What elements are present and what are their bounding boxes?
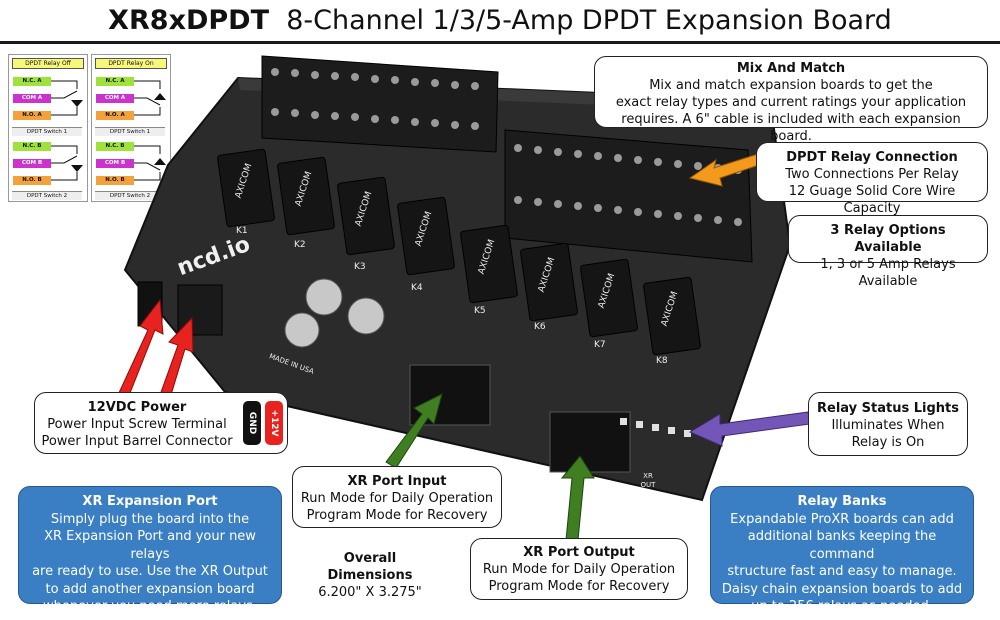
relay-label-k4: K4 [411, 283, 423, 293]
xr-expansion-line: to add another expansion board [45, 581, 255, 597]
callout-mix-heading: Mix And Match [736, 61, 846, 76]
dimensions-heading-2: Dimensions [327, 568, 413, 583]
relay-modules [217, 148, 701, 356]
callout-status-line: Relay is On [851, 435, 925, 450]
callout-xr-input-heading: XR Port Input [347, 474, 447, 489]
legend-off-header: DPDT Relay Off [12, 58, 84, 69]
callout-mix-and-match: Mix And Match Mix and match expansion bo… [594, 56, 988, 144]
callout-status-line: Illuminates When [831, 418, 945, 433]
relay-banks-line: structure fast and easy to manage. [727, 564, 957, 579]
relay-banks-line: up to 256 relays as needed. [751, 599, 933, 614]
callout-xr-output-heading: XR Port Output [523, 545, 635, 560]
legend-on-switch1: DPDT Switch 1 [95, 127, 165, 136]
pointer-arrows [117, 153, 811, 541]
legend-off-nca: N.C. A [22, 78, 42, 84]
callout-dpdt-line: 12 Guage Solid Core Wire Capacity [788, 184, 956, 216]
legend-on-header: DPDT Relay On [95, 58, 167, 69]
callout-xr-output-line: Run Mode for Daily Operation [482, 562, 676, 577]
callout-xr-input-line: Run Mode for Daily Operation [300, 491, 494, 506]
relay-label-k7: K7 [594, 340, 606, 350]
legend-off-comb: COM B [21, 160, 43, 166]
overall-dimensions: Overall Dimensions 6.200" X 3.275" [300, 550, 440, 601]
legend-relay-on: DPDT Relay On N.C. A COM A N.O. A DPDT S… [91, 54, 171, 202]
callout-xr-input: XR Port Input Run Mode for Daily Operati… [292, 466, 502, 528]
callout-status-heading: Relay Status Lights [817, 401, 959, 416]
legend-off-coma: COM A [21, 95, 43, 101]
dimensions-heading-1: Overall [343, 551, 397, 566]
relay-label-k6: K6 [534, 322, 546, 332]
xr-expansion-line: are ready to use. Use the XR Output [32, 564, 268, 579]
callout-power-line: Power Input Barrel Connector [41, 434, 233, 449]
callout-options-line: 1, 3 or 5 Amp Relays Available [820, 257, 956, 289]
page-title: XR8xDPDT 8-Channel 1/3/5-Amp DPDT Expans… [0, 2, 1000, 40]
legend-off-switch2: DPDT Switch 2 [12, 191, 82, 200]
legend-on-ncb: N.C. B [105, 143, 125, 149]
legend-off-ncb: N.C. B [22, 143, 42, 149]
dimensions-value: 6.200" X 3.275" [318, 585, 422, 600]
relay-label-k2: K2 [294, 240, 306, 250]
info-xr-expansion-port: XR Expansion Port Simply plug the board … [18, 486, 282, 614]
relay-banks-line: additional banks keeping the command [747, 529, 937, 562]
v12-tag: +12V [265, 401, 283, 445]
relay-banks-line: Daisy chain expansion boards to add [721, 581, 963, 597]
callout-relay-options: 3 Relay Options Available 1, 3 or 5 Amp … [788, 215, 988, 289]
gnd-label: GND [247, 411, 257, 435]
info-relay-banks: Relay Banks Expandable ProXR boards can … [710, 486, 974, 614]
legend-on-comb: COM B [104, 160, 126, 166]
relay-label-k1: K1 [236, 226, 248, 236]
legend-on-nca: N.C. A [105, 78, 125, 84]
callout-xr-output-line: Program Mode for Recovery [488, 579, 670, 594]
relay-banks-heading: Relay Banks [797, 494, 887, 509]
legend-on-coma: COM A [104, 95, 126, 101]
callout-xr-output: XR Port Output Run Mode for Daily Operat… [470, 538, 688, 600]
xr-expansion-heading: XR Expansion Port [82, 494, 218, 509]
xr-out-label: XR OUT [640, 472, 656, 489]
legend-on-noa: N.O. A [105, 112, 125, 118]
callout-mix-line: Mix and match expansion boards to get th… [649, 78, 933, 93]
status-leds [620, 418, 691, 437]
v12-label: +12V [269, 409, 279, 437]
relay-label-k5: K5 [474, 306, 486, 316]
legend-on-nob: N.O. B [105, 177, 125, 183]
relay-banks-line: Expandable ProXR boards can add [730, 511, 954, 527]
callout-xr-input-line: Program Mode for Recovery [306, 508, 488, 523]
relay-label-k3: K3 [354, 262, 366, 272]
terminal-block-left [261, 55, 499, 153]
legend-off-switch1: DPDT Switch 1 [12, 127, 82, 136]
legend-on-switch2: DPDT Switch 2 [95, 191, 165, 200]
callout-power-line: Power Input Screw Terminal [47, 417, 227, 432]
product-description: 8-Channel 1/3/5-Amp DPDT Expansion Board [286, 5, 892, 36]
terminal-block-right [504, 129, 753, 263]
legend-off-nob: N.O. B [22, 177, 42, 183]
callout-dpdt-connection: DPDT Relay Connection Two Connections Pe… [756, 142, 988, 216]
callout-power-heading: 12VDC Power [87, 400, 187, 415]
callout-mix-line: exact relay types and current ratings yo… [615, 95, 967, 110]
title-divider [0, 41, 1000, 44]
gnd-tag: GND [243, 401, 261, 445]
callout-relay-status: Relay Status Lights Illuminates When Rel… [808, 392, 968, 456]
capacitors [284, 278, 385, 348]
legend-relay-off: DPDT Relay Off N.C. A COM A N.O. A DPDT … [8, 54, 88, 202]
relay-off-switch-diagram [13, 77, 83, 185]
xr-expansion-line: whenever you need more relays. [43, 599, 257, 614]
callout-dpdt-heading: DPDT Relay Connection [786, 150, 958, 165]
relay-label-k8: K8 [656, 356, 668, 366]
legend-off-noa: N.O. A [22, 112, 42, 118]
xr-expansion-line: XR Expansion Port and your new relays [44, 529, 256, 562]
callout-mix-line: requires. A 6" cable is included with ea… [621, 112, 961, 144]
callout-options-heading: 3 Relay Options Available [830, 223, 946, 255]
xr-expansion-line: Simply plug the board into the [50, 511, 250, 527]
xr-output-header [549, 411, 631, 473]
relay-on-switch-diagram [96, 77, 166, 185]
product-code: XR8xDPDT [108, 5, 270, 36]
callout-dpdt-line: Two Connections Per Relay [785, 167, 959, 182]
terminal-screws [271, 68, 742, 226]
